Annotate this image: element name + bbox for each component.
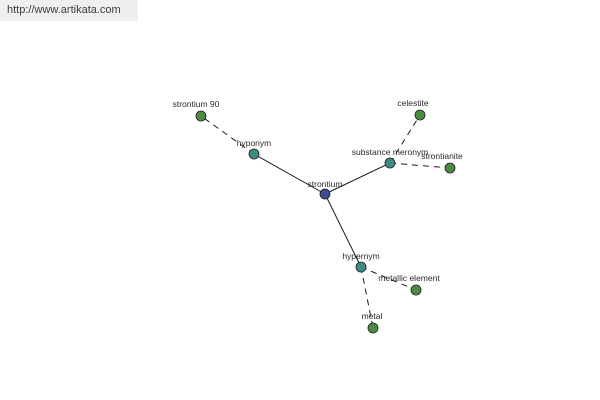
watermark-url[interactable]: http://www.artikata.com — [0, 0, 138, 21]
node-label: celestite — [397, 98, 428, 108]
node-marker[interactable] — [444, 162, 456, 174]
node-marker[interactable] — [248, 148, 260, 160]
node-label: strontium — [308, 179, 343, 189]
node-hyponym[interactable]: hyponym — [237, 138, 272, 160]
node-metal[interactable]: metal — [362, 311, 383, 334]
node-label: substance meronym — [352, 147, 429, 157]
node-strontium[interactable]: strontium — [308, 179, 343, 200]
graph-nodes: strontium hyponym substance meronym hyperny… — [173, 98, 463, 334]
node-hypernym[interactable]: hypernym — [342, 251, 380, 273]
node-label: hyponym — [237, 138, 272, 148]
node-substance-meronym[interactable]: substance meronym — [352, 147, 429, 169]
node-marker[interactable] — [367, 322, 379, 334]
edge-strontium-hypernym — [324, 193, 362, 268]
edge-hyponym-strontium-90 — [200, 115, 255, 155]
node-marker[interactable] — [355, 261, 367, 273]
graph-edges — [200, 114, 451, 329]
node-metallic-element[interactable]: metallic element — [378, 273, 440, 296]
node-marker[interactable] — [414, 109, 426, 121]
node-marker[interactable] — [384, 157, 396, 169]
node-celestite[interactable]: celestite — [397, 98, 429, 121]
node-marker[interactable] — [319, 188, 331, 200]
node-label: metallic element — [378, 273, 440, 283]
node-marker[interactable] — [195, 110, 207, 122]
node-label: metal — [362, 311, 383, 321]
edge-substance-meronym-celestite — [389, 114, 421, 164]
node-label: strontianite — [421, 151, 463, 161]
node-label: strontium 90 — [173, 99, 220, 109]
node-label: hypernym — [342, 251, 379, 261]
node-marker[interactable] — [410, 284, 422, 296]
edge-hypernym-metallic-element — [360, 266, 417, 291]
edge-strontium-hyponym — [253, 153, 326, 195]
node-strontianite[interactable]: strontianite — [421, 151, 463, 174]
edge-strontium-substance-meronym — [324, 162, 391, 195]
edge-substance-meronym-strontianite — [389, 162, 451, 169]
node-strontium-90[interactable]: strontium 90 — [173, 99, 220, 122]
